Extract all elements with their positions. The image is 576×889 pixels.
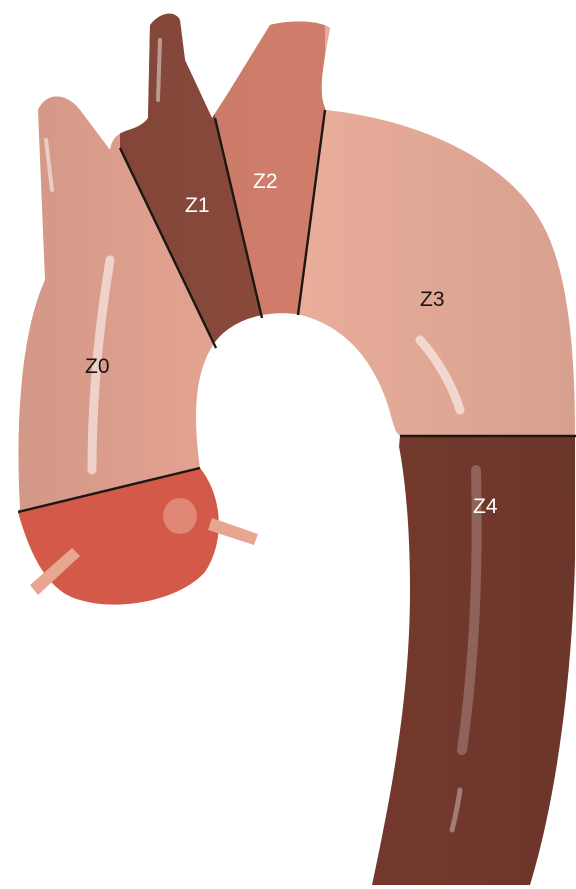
- zone-label-z3: Z3: [420, 288, 445, 311]
- zone-label-z0: Z0: [85, 355, 110, 378]
- zone-label-z4: Z4: [473, 495, 498, 518]
- coronary-ostium: [163, 498, 197, 534]
- zone-label-z1: Z1: [185, 194, 210, 217]
- zone-label-z2: Z2: [253, 170, 278, 193]
